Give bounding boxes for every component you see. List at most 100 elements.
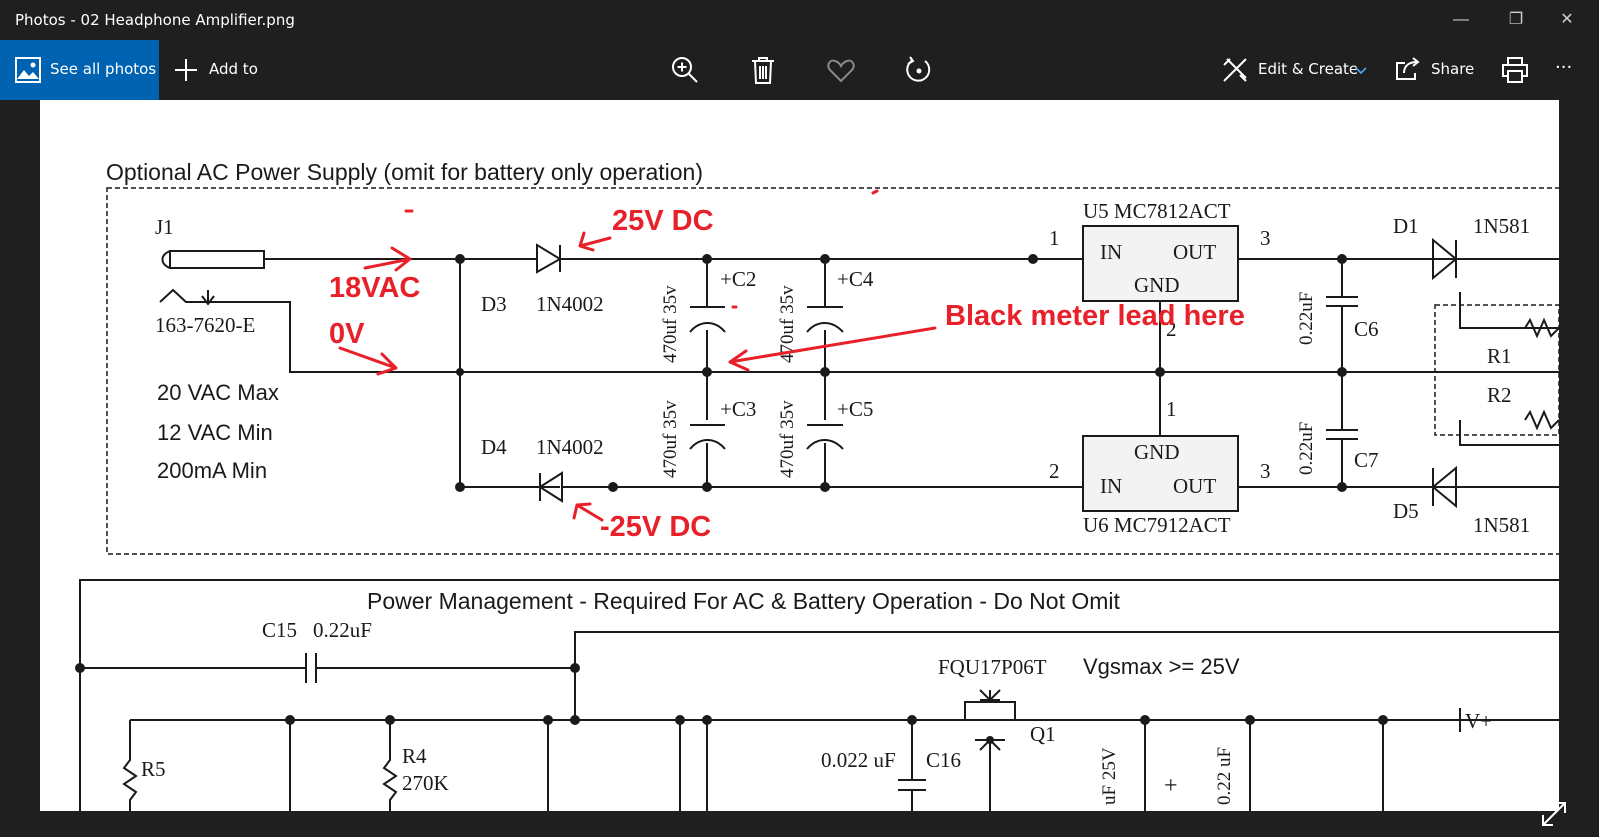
more-icon: ··· xyxy=(1555,57,1573,78)
value-cap-022uf: 0.22 uF xyxy=(1214,747,1235,805)
spec-max: 20 VAC Max xyxy=(157,380,279,405)
label-d4: D4 xyxy=(481,435,507,459)
arrow-18vac xyxy=(363,246,412,272)
delete-icon xyxy=(752,57,774,84)
label-c7: C7 xyxy=(1354,448,1379,472)
label-vplus: V+ xyxy=(1465,709,1492,733)
label-c16: C16 xyxy=(926,748,961,772)
share-button[interactable]: Share xyxy=(1395,40,1485,100)
label-mosfet: FQU17P06T xyxy=(938,655,1047,679)
delete-button[interactable] xyxy=(746,40,786,100)
annotation-0v: 0V xyxy=(329,318,365,350)
spec-current: 200mA Min xyxy=(157,458,267,483)
label-c6: C6 xyxy=(1354,317,1379,341)
annotation-black-meter-lead: Black meter lead here xyxy=(945,300,1245,332)
see-all-photos-label: See all photos xyxy=(50,60,157,78)
annotation-25v-dc: 25V DC xyxy=(612,205,714,237)
rating-c3: 470uf 35v xyxy=(660,400,681,478)
arrow-0v xyxy=(338,346,398,376)
label-d5-part: 1N581 xyxy=(1473,513,1530,537)
arrow-neg-25v-dc xyxy=(572,502,604,522)
minimize-icon[interactable]: — xyxy=(1453,11,1469,28)
rating-c5: 470uf 35v xyxy=(777,400,798,478)
label-jack-part: 163-7620-E xyxy=(155,313,255,337)
schematic-image: Optional AC Power Supply (omit for batte… xyxy=(75,159,1559,811)
u6-out: OUT xyxy=(1173,474,1216,498)
label-r5: R5 xyxy=(141,757,166,781)
arrow-black-lead xyxy=(728,326,937,372)
title-bar: Photos - 02 Headphone Amplifier.png — ❐ … xyxy=(0,0,1599,40)
label-d3: D3 xyxy=(481,292,507,316)
label-d5: D5 xyxy=(1393,499,1419,523)
u6-gnd: GND xyxy=(1134,440,1180,464)
label-c15: C15 xyxy=(262,618,297,642)
u6-pin1: 1 xyxy=(1166,397,1177,421)
add-to-label: Add to xyxy=(209,60,258,78)
u5-in: IN xyxy=(1100,240,1122,264)
rotate-button[interactable] xyxy=(903,40,943,100)
label-plus: + xyxy=(1164,773,1178,799)
value-c7: 0.22uF xyxy=(1296,422,1317,475)
more-options-button[interactable]: ··· xyxy=(1553,40,1593,100)
favorite-button[interactable] xyxy=(824,40,864,100)
arrow-25v-dc xyxy=(578,231,612,252)
label-c4: +C4 xyxy=(837,267,874,291)
label-d3-part: 1N4002 xyxy=(536,292,604,316)
rotate-icon xyxy=(906,56,931,82)
zoom-in-icon xyxy=(672,57,698,83)
photos-icon xyxy=(15,57,41,83)
label-u6: U6 MC7912ACT xyxy=(1083,513,1231,537)
close-icon[interactable]: ✕ xyxy=(1560,11,1574,28)
rating-c4: 470uf 35v xyxy=(777,285,798,363)
annotation-18vac: 18VAC xyxy=(329,272,420,304)
label-q1: Q1 xyxy=(1030,722,1056,746)
print-button[interactable] xyxy=(1500,40,1540,100)
value-c15: 0.22uF xyxy=(313,618,372,642)
image-viewer[interactable]: Optional AC Power Supply (omit for batte… xyxy=(40,100,1559,811)
ac-section-title: Optional AC Power Supply (omit for batte… xyxy=(106,159,703,185)
label-d4-part: 1N4002 xyxy=(536,435,604,459)
label-r4: R4 xyxy=(402,744,427,768)
rating-c2: 470uf 35v xyxy=(660,285,681,363)
share-icon xyxy=(1396,57,1420,80)
toolbar: See all photos Add to Edit & Crea xyxy=(0,40,1599,100)
value-cap-25v: uF 25V xyxy=(1099,747,1120,805)
power-section-title: Power Management - Required For AC & Bat… xyxy=(367,588,1121,614)
u5-pin2: 2 xyxy=(1166,317,1177,341)
label-r1: R1 xyxy=(1487,344,1512,368)
u6-pin2: 2 xyxy=(1049,459,1060,483)
label-r2: R2 xyxy=(1487,383,1512,407)
see-all-photos-button[interactable]: See all photos xyxy=(0,40,159,100)
u5-out: OUT xyxy=(1173,240,1216,264)
value-c6: 0.22uF xyxy=(1296,292,1317,345)
favorite-icon xyxy=(827,59,855,83)
label-d1-part: 1N581 xyxy=(1473,214,1530,238)
label-c3: +C3 xyxy=(720,397,756,421)
zoom-in-button[interactable] xyxy=(668,40,708,100)
u5-pin1: 1 xyxy=(1049,226,1060,250)
u6-in: IN xyxy=(1100,474,1122,498)
add-to-button[interactable]: Add to xyxy=(170,40,270,100)
u5-pin3: 3 xyxy=(1260,226,1271,250)
u6-pin3: 3 xyxy=(1260,459,1271,483)
label-d1: D1 xyxy=(1393,214,1419,238)
restore-icon[interactable]: ❐ xyxy=(1508,11,1524,28)
label-u5: U5 MC7812ACT xyxy=(1083,199,1231,223)
value-c16: 0.022 uF xyxy=(821,748,896,772)
annotation-dots xyxy=(404,189,879,309)
label-vgs: Vgsmax >= 25V xyxy=(1083,654,1240,679)
label-c5: +C5 xyxy=(837,397,873,421)
u5-gnd: GND xyxy=(1134,273,1180,297)
window-title: Photos - 02 Headphone Amplifier.png xyxy=(15,11,295,29)
annotation-neg-25v-dc: -25V DC xyxy=(600,511,711,543)
edit-create-label: Edit & Create xyxy=(1258,60,1359,78)
label-j1: J1 xyxy=(155,215,174,239)
share-label: Share xyxy=(1431,60,1475,78)
edit-create-button[interactable]: Edit & Create xyxy=(1220,40,1367,100)
label-c2: +C2 xyxy=(720,267,756,291)
chevron-down-icon xyxy=(1355,67,1367,75)
plus-icon xyxy=(175,59,197,81)
fullscreen-icon[interactable] xyxy=(1541,801,1567,827)
spec-min: 12 VAC Min xyxy=(157,420,273,445)
edit-create-icon xyxy=(1223,58,1247,82)
